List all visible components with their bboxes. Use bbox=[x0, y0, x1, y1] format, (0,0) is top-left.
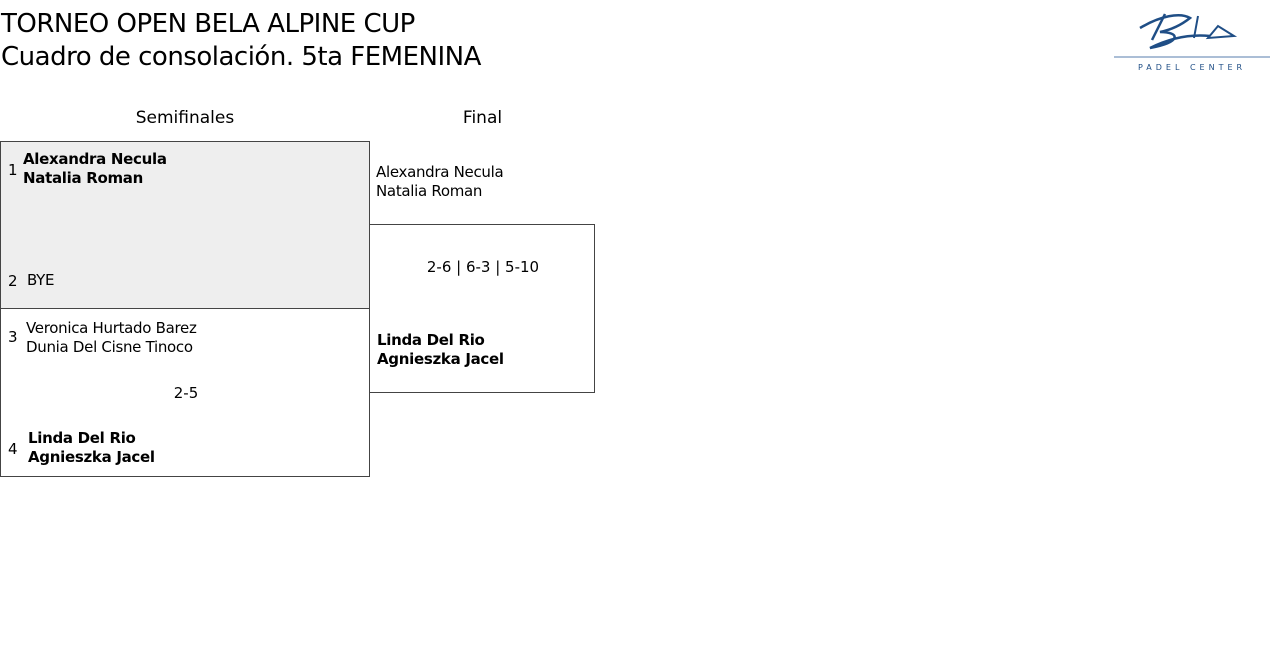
team-name: Alexandra Necula bbox=[23, 150, 167, 168]
team-name: Linda Del Rio bbox=[377, 331, 485, 349]
team-name: Alexandra Necula bbox=[376, 163, 504, 181]
team-name: Natalia Roman bbox=[23, 169, 143, 187]
match-score: 2-6 | 6-3 | 5-10 bbox=[426, 258, 540, 276]
match-score: 2-5 bbox=[173, 384, 199, 402]
round-final-label: Final bbox=[462, 108, 503, 128]
team-name: Dunia Del Cisne Tinoco bbox=[26, 338, 193, 356]
seed-number: 1 bbox=[8, 161, 18, 179]
team-name: Natalia Roman bbox=[376, 182, 483, 200]
seed-number: 3 bbox=[8, 328, 18, 346]
team-name: Agnieszka Jacel bbox=[377, 350, 504, 368]
seed-number: 4 bbox=[8, 440, 18, 458]
final-match: 2-6 | 6-3 | 5-10 Linda Del Rio Agnieszka… bbox=[369, 224, 595, 393]
draw-subtitle: Cuadro de consolación. 5ta FEMENINA bbox=[1, 42, 481, 72]
team-name: Linda Del Rio bbox=[28, 429, 136, 447]
bela-logo: PADEL CENTER bbox=[1114, 13, 1270, 72]
team-name: Agnieszka Jacel bbox=[28, 448, 155, 466]
semifinal-match-1: 1 Alexandra Necula Natalia Roman 2 BYE bbox=[0, 141, 370, 309]
svg-text:PADEL CENTER: PADEL CENTER bbox=[1138, 63, 1246, 72]
round-semifinals-label: Semifinales bbox=[135, 108, 235, 128]
semifinal-match-2: 3 Veronica Hurtado Barez Dunia Del Cisne… bbox=[0, 308, 370, 477]
seed-number: 2 bbox=[8, 272, 18, 290]
tournament-title: TORNEO OPEN BELA ALPINE CUP bbox=[1, 9, 415, 39]
team-name: BYE bbox=[27, 271, 55, 289]
team-name: Veronica Hurtado Barez bbox=[26, 319, 197, 337]
